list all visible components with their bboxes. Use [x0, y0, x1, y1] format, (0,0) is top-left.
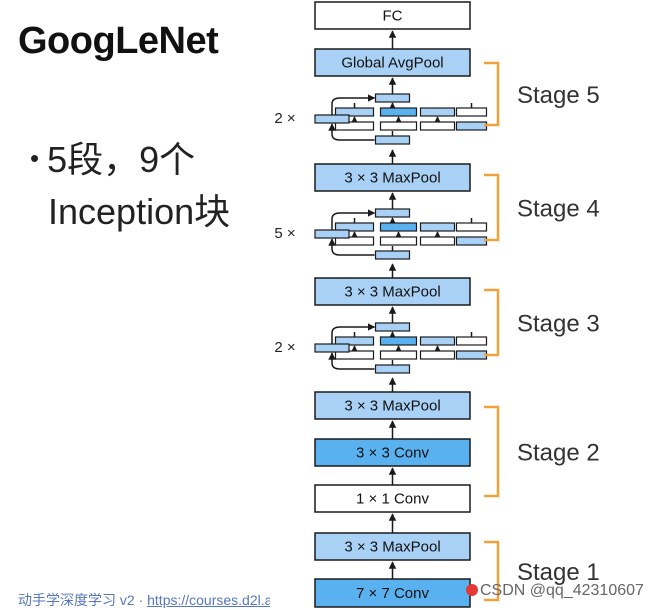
branch-node [334, 121, 375, 131]
branch-node [419, 222, 456, 232]
bullet-dot: • [30, 143, 40, 173]
layer-gap: Global AvgPool [314, 48, 471, 77]
layer-box [314, 532, 471, 561]
stage-bracket-1: Stage 1 [484, 540, 600, 602]
bracket-line [484, 405, 500, 498]
layer-box [314, 391, 471, 420]
stage-label: Stage 1 [517, 559, 600, 586]
stage-bracket-5: Stage 5 [484, 61, 600, 127]
watermark-text: CSDN @qq_42310607 [480, 582, 644, 599]
page-title: GoogLeNet [18, 20, 219, 62]
layer-box [314, 578, 471, 608]
loop-edge [331, 94, 376, 115]
branch-node [379, 350, 418, 360]
branch-node [334, 350, 375, 360]
stage-label: Stage 4 [517, 196, 600, 223]
branch-node [379, 236, 418, 246]
layer-label: 3 × 3 Conv [356, 445, 429, 462]
branch-node [419, 236, 456, 246]
layer-label: 3 × 3 MaxPool [344, 398, 440, 415]
bullet-line-1: 5段，9个 [47, 139, 196, 180]
side-node [314, 343, 350, 353]
layer-maxpool3: 3 × 3 MaxPool [314, 277, 471, 306]
branch-node [419, 350, 456, 360]
layer-box [314, 1, 471, 30]
branch-node [455, 107, 488, 117]
layer-maxpool2: 3 × 3 MaxPool [314, 391, 471, 420]
concat-node [374, 93, 411, 103]
bracket-line [484, 540, 500, 602]
course-footer: 动手学深度学习 v2 · https://courses.d2l.ai [18, 590, 270, 610]
branch-node [379, 222, 418, 232]
branch-node [455, 222, 488, 232]
concat-node [374, 208, 411, 218]
branch-node [334, 107, 375, 117]
stage-bracket-2: Stage 2 [484, 405, 600, 498]
csdn-watermark: CSDN @qq_42310607 [466, 582, 644, 600]
branch-node [455, 236, 488, 246]
stage-bracket-4: Stage 4 [484, 173, 600, 242]
loop-edge [331, 323, 376, 344]
input-node [374, 135, 411, 145]
repeat-count: 5 × [274, 225, 295, 242]
bracket-line [484, 288, 500, 357]
branch-node [455, 336, 488, 346]
bullet-line-2: Inception块 [48, 191, 231, 232]
layer-label: Global AvgPool [341, 55, 443, 72]
bracket-line [484, 173, 500, 242]
stage-label: Stage 3 [517, 311, 600, 338]
layer-box [314, 438, 471, 467]
branch-node [455, 121, 488, 131]
layer-label: 3 × 3 MaxPool [344, 284, 440, 301]
concat-node [374, 322, 411, 332]
record-icon [466, 584, 478, 596]
inception-block-inc5: 2 × [274, 93, 488, 145]
branch-node [419, 107, 456, 117]
branch-node [419, 121, 456, 131]
branch-node [419, 336, 456, 346]
bracket-line [484, 61, 500, 127]
branch-node [334, 236, 375, 246]
inception-block-inc3: 2 × [274, 322, 488, 374]
layer-conv3: 3 × 3 Conv [314, 438, 471, 467]
layer-box [314, 277, 471, 306]
branch-node [455, 350, 488, 360]
layer-maxpool1: 3 × 3 MaxPool [314, 532, 471, 561]
loop-edge [331, 209, 376, 230]
layer-fc: FC [314, 1, 471, 30]
branch-node [334, 222, 375, 232]
input-node [374, 250, 411, 260]
layer-label: FC [383, 8, 403, 25]
loop-edge [328, 123, 375, 141]
branch-node [379, 121, 418, 131]
stage-label: Stage 5 [517, 82, 600, 109]
layer-box [314, 163, 471, 192]
layer-label: 1 × 1 Conv [356, 491, 429, 508]
loop-edge [328, 352, 375, 370]
layer-label: 3 × 3 MaxPool [344, 170, 440, 187]
layer-label: 7 × 7 Conv [356, 585, 429, 602]
layer-box [314, 48, 471, 77]
input-node [374, 364, 411, 374]
branch-node [379, 107, 418, 117]
stage-bracket-3: Stage 3 [484, 288, 600, 357]
layer-maxpool4: 3 × 3 MaxPool [314, 163, 471, 192]
loop-edge [328, 238, 375, 256]
branch-node [334, 336, 375, 346]
layer-conv7: 7 × 7 Conv [314, 578, 471, 608]
repeat-count: 2 × [274, 110, 295, 127]
stage-label: Stage 2 [517, 440, 600, 467]
layer-conv1: 1 × 1 Conv [314, 484, 471, 513]
inception-block-inc4: 5 × [274, 208, 488, 260]
repeat-count: 2 × [274, 339, 295, 356]
layer-label: 3 × 3 MaxPool [344, 539, 440, 556]
branch-node [379, 336, 418, 346]
course-link[interactable]: https://courses.d2l.ai [147, 592, 270, 608]
layer-box [314, 484, 471, 513]
bullet-point: •5段，9个 Inception块 [30, 132, 230, 238]
side-node [314, 114, 350, 124]
course-name: 动手学深度学习 v2 · [18, 592, 148, 608]
side-node [314, 229, 350, 239]
